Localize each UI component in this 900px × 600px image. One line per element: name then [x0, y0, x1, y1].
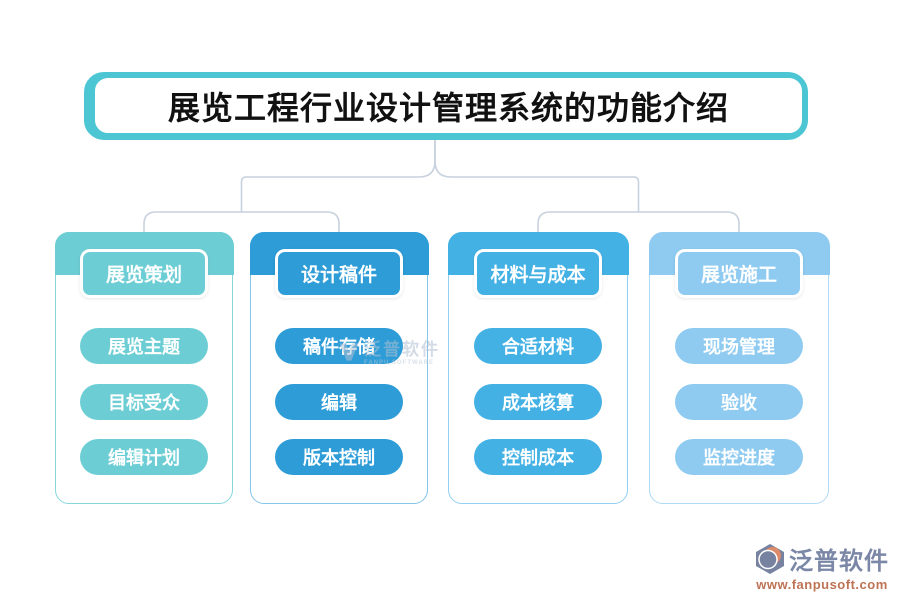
card-exhibition-planning: 展览策划 展览主题 目标受众 编辑计划 — [54, 231, 234, 504]
card-header-label: 材料与成本 — [490, 265, 586, 286]
node-item-label: 成本核算 — [502, 393, 574, 413]
title-box-inner: 展览工程行业设计管理系统的功能介绍 — [93, 76, 804, 135]
node-item: 版本控制 — [275, 439, 403, 475]
node-item-label: 监控进度 — [703, 448, 775, 468]
node-item: 成本核算 — [474, 384, 602, 420]
node-item-label: 控制成本 — [502, 448, 574, 468]
connector-bracket-left — [143, 211, 340, 233]
card-header-label: 展览施工 — [700, 265, 777, 286]
node-item: 监控进度 — [675, 439, 803, 475]
card-header-label: 设计稿件 — [300, 265, 377, 286]
node-item-label: 验收 — [721, 393, 757, 413]
title-box: 展览工程行业设计管理系统的功能介绍 — [84, 72, 808, 140]
node-item: 稿件存储 — [275, 328, 403, 364]
card-exhibition-construction: 展览施工 现场管理 验收 监控进度 — [648, 231, 830, 504]
node-item: 现场管理 — [675, 328, 803, 364]
node-item: 编辑计划 — [80, 439, 208, 475]
node-item: 编辑 — [275, 384, 403, 420]
card-header-label: 展览策划 — [105, 265, 182, 286]
node-item: 控制成本 — [474, 439, 602, 475]
card-header: 设计稿件 — [275, 249, 403, 298]
connector-stem-left — [240, 140, 436, 212]
card-materials-cost: 材料与成本 合适材料 成本核算 控制成本 — [447, 231, 629, 504]
node-item-label: 目标受众 — [108, 393, 180, 413]
node-item: 目标受众 — [80, 384, 208, 420]
card-header: 材料与成本 — [474, 249, 602, 298]
fanpu-logo-icon — [756, 543, 784, 574]
connector-stem-right — [434, 140, 640, 212]
node-item-label: 编辑计划 — [108, 448, 180, 468]
connector-bracket-right — [537, 211, 740, 233]
card-header: 展览策划 — [80, 249, 208, 298]
node-item: 验收 — [675, 384, 803, 420]
card-header: 展览施工 — [675, 249, 803, 298]
node-item-label: 稿件存储 — [303, 337, 375, 357]
node-item-label: 版本控制 — [303, 448, 375, 468]
footer-brand-name: 泛普软件 — [789, 548, 889, 575]
footer-brand-block: 泛普软件 www.fanpusoft.com — [751, 541, 893, 592]
node-item: 展览主题 — [80, 328, 208, 364]
card-design-drafts: 设计稿件 稿件存储 编辑 版本控制 — [249, 231, 429, 504]
node-item-label: 展览主题 — [108, 337, 180, 357]
node-item-label: 现场管理 — [703, 337, 775, 357]
node-item: 合适材料 — [474, 328, 602, 364]
node-item-label: 合适材料 — [502, 337, 574, 357]
footer-brand-url: www.fanpusoft.com — [756, 577, 888, 592]
page-title: 展览工程行业设计管理系统的功能介绍 — [167, 89, 729, 126]
node-item-label: 编辑 — [321, 393, 357, 413]
